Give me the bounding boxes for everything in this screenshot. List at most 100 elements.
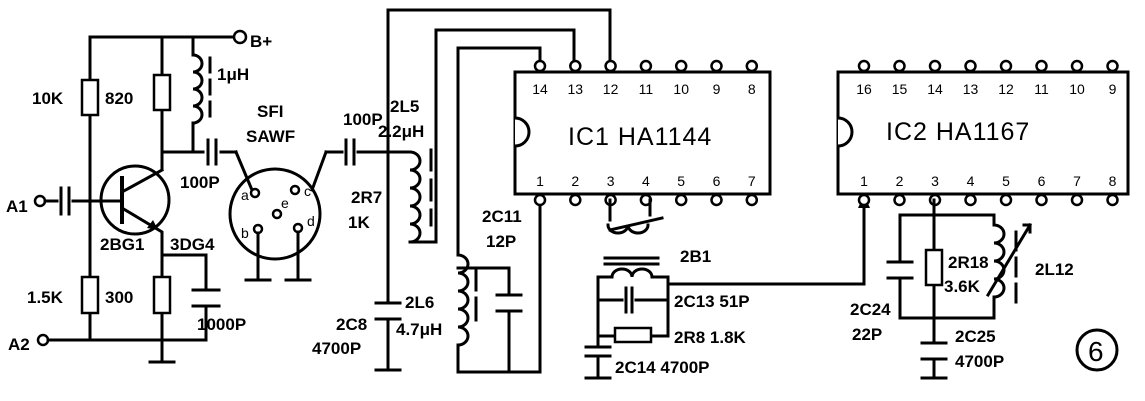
inductor-2l6 — [456, 253, 470, 347]
saw-filter-body — [228, 167, 322, 261]
transistor-stage — [33, 29, 248, 364]
resistor-10k — [80, 78, 100, 117]
resistor-820 — [152, 73, 172, 112]
ic2-top-pin-number: 16 — [856, 81, 872, 97]
capacitor-input — [59, 186, 71, 216]
ic2-bottom-pin-number: 2 — [896, 173, 904, 189]
figure-number: 6 — [1088, 336, 1104, 367]
ic2-top-pin-number: 9 — [1109, 81, 1117, 97]
ic1-bottom-pin-number: 6 — [713, 173, 721, 189]
capacitor-100p-b — [344, 138, 356, 166]
ic1-top-pin-number: 8 — [748, 81, 756, 97]
saw-name-line1: SFI — [257, 102, 283, 121]
ic1-top-pin-13 — [569, 59, 582, 73]
ic2-top-pin-16 — [857, 59, 871, 73]
capacitor-2c11-value: 12P — [486, 232, 516, 251]
capacitor-2c11-name: 2C11 — [482, 207, 522, 226]
resistor-1.5k — [80, 275, 100, 315]
saw-pin-d: d — [307, 213, 315, 229]
ic1-top-pin-number: 12 — [603, 81, 619, 97]
capacitor-2c13 — [624, 286, 634, 314]
ic2-bottom-pin-number: 8 — [1109, 173, 1117, 189]
resistor-2r8-label: 2R8 1.8K — [674, 328, 747, 347]
ic1-label: IC1 HA1144 — [568, 123, 712, 151]
inductor-2l5-name: 2L5 — [390, 97, 419, 116]
resistor-820-label: 820 — [105, 89, 133, 108]
capacitor-2c14-label: 2C14 4700P — [615, 358, 710, 377]
ic2-top-pin-number: 12 — [998, 81, 1014, 97]
ic1-bottom-pin-number: 1 — [536, 173, 544, 189]
inductor-2l5-value: 2.2μH — [378, 122, 424, 141]
capacitor-100p-b-label: 100P — [343, 110, 383, 129]
capacitor-2c24 — [886, 260, 914, 280]
ic1-bottom-pin-7 — [745, 193, 759, 207]
ic1-top-pin-8 — [745, 59, 759, 73]
saw-pin-b: b — [241, 225, 249, 241]
ic2-top-pin-10 — [1070, 59, 1084, 73]
ic1-top-pin-14 — [533, 59, 547, 73]
ic1-bottom-pin-6 — [710, 193, 723, 207]
ic2-bottom-pin-number: 6 — [1038, 173, 1046, 189]
ic1-top-pin-number: 14 — [532, 81, 548, 97]
ic2-top-pin-number: 11 — [1034, 81, 1049, 97]
saw-pin-c: c — [304, 183, 311, 199]
resistor-2r18-value: 3.6K — [944, 277, 981, 296]
resistor-2r18 — [924, 248, 944, 287]
resistor-2r8 — [613, 326, 653, 344]
resistor-2r18-name: 2R18 — [948, 253, 989, 272]
ic2-top-pin-11 — [1035, 59, 1048, 73]
capacitor-2c25-name: 2C25 — [955, 327, 996, 346]
capacitor-1000p-label: 1000P — [197, 315, 246, 334]
ic1-top-pin-10 — [674, 59, 688, 73]
resistor-10k-label: 10K — [32, 89, 64, 108]
saw-pin-e: e — [281, 195, 289, 211]
coupling-network — [324, 8, 612, 374]
resistor-300-label: 300 — [105, 288, 133, 307]
ic2-bottom-pin-2 — [893, 193, 906, 207]
ic1-bottom-pin-1 — [533, 193, 547, 207]
transformer-2b1-label: 2B1 — [680, 247, 711, 266]
inductor-2l6-name: 2L6 — [405, 293, 434, 312]
input-a1-label: A1 — [6, 197, 28, 216]
ic2-bottom-pin-number: 1 — [860, 173, 868, 189]
ic1-bottom-pin-number: 5 — [677, 173, 685, 189]
ic2-bottom-pin-1 — [857, 193, 871, 207]
ic2-top-pin-15 — [893, 59, 906, 73]
ic2-bottom-pin-number: 3 — [931, 173, 939, 189]
ic1-top-pin-number: 11 — [639, 81, 654, 97]
resistor-300 — [152, 275, 172, 315]
resistor-2r7-name: 2R7 — [351, 188, 382, 207]
ic2-top-pin-12 — [999, 59, 1013, 73]
ic1-bottom-pin-5 — [674, 193, 688, 207]
capacitor-2c14 — [584, 334, 612, 380]
ic1-top-pin-number: 13 — [568, 81, 584, 97]
inductor-2l6-value: 4.7μH — [396, 320, 442, 339]
ic2-label: IC2 HA1167 — [886, 118, 1030, 146]
inductor-2l12-label: 2L12 — [1035, 260, 1074, 279]
ic1-top-pin-9 — [710, 59, 723, 73]
ic2-bottom-pin-7 — [1070, 193, 1084, 207]
transistor-name-label: 2BG1 — [100, 235, 144, 254]
ic1-bottom-pin-number: 3 — [607, 173, 615, 189]
ic2-top-pin-number: 15 — [892, 81, 908, 97]
ic2-bottom-pin-6 — [1035, 193, 1048, 207]
ic1-bottom-pin-2 — [569, 193, 582, 207]
ic1-top-pin-number: 10 — [673, 81, 689, 97]
ground-symbol — [148, 338, 176, 364]
capacitor-2c25-value: 4700P — [955, 352, 1004, 371]
resistor-1.5k-label: 1.5K — [27, 288, 64, 307]
saw-name-line2: SAWF — [246, 127, 295, 146]
capacitor-2c11 — [495, 293, 523, 313]
inductor-2l12 — [992, 223, 1006, 299]
ic2-top-pin-number: 10 — [1069, 81, 1085, 97]
capacitor-2c8-name: 2C8 — [336, 315, 367, 334]
ic1-bottom-pin-number: 4 — [642, 173, 650, 189]
ic2-top-pin-14 — [928, 59, 942, 73]
saw-pin-a: a — [241, 187, 249, 203]
capacitor-2c13-label: 2C13 51P — [674, 292, 750, 311]
ic1-bottom-pin-number: 2 — [571, 173, 579, 189]
bplus-terminal — [232, 29, 248, 45]
